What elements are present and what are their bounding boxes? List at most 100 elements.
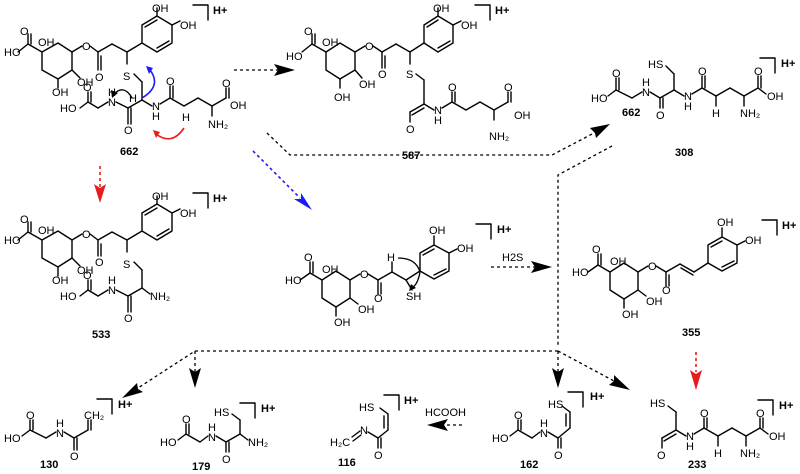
- atom-label: OH: [769, 431, 786, 443]
- atom-label: O: [83, 82, 92, 94]
- atom-label: OH: [180, 20, 197, 32]
- compound-label-116: 116: [338, 457, 356, 469]
- atom-label: OH: [52, 87, 69, 99]
- atom-label: N: [642, 87, 650, 99]
- atom-label: N: [56, 428, 64, 440]
- atom-label: H: [642, 77, 650, 89]
- arrow-662-to-intermediate: [252, 150, 312, 210]
- charge-label: H+: [590, 391, 604, 403]
- atom-label: H₂C: [330, 437, 350, 449]
- compound-label-587: 587: [402, 150, 420, 162]
- charge-label: H+: [497, 224, 511, 236]
- atom-label: O: [26, 410, 35, 422]
- arrow-662-to-308: [266, 124, 610, 156]
- arrow-intermediate-to-355: H2S: [491, 252, 552, 273]
- atom-label: N: [540, 428, 548, 440]
- atom-label: N: [152, 101, 160, 113]
- compound-308: HO O H N O HS N H O H NH₂ O OH H+ 662 30…: [591, 57, 795, 159]
- atom-label: O: [406, 124, 415, 136]
- atom-label: OH: [230, 100, 247, 112]
- atom-label: NH₂: [740, 448, 760, 460]
- atom-label: N: [208, 432, 216, 444]
- atom-label: HO: [286, 51, 303, 63]
- atom-label: O: [222, 454, 231, 466]
- atom-label: N: [108, 97, 116, 109]
- atom-label: OH: [745, 235, 762, 247]
- curly-arrow-black: [397, 257, 421, 289]
- atom-label: OH: [646, 296, 663, 308]
- atom-label: O: [374, 450, 383, 462]
- atom-label: H: [712, 108, 720, 120]
- compound-233: HS O N H O H NH₂ O OH H+ 233: [650, 398, 793, 471]
- atom-label: N: [360, 425, 368, 437]
- atom-label: OH: [457, 243, 474, 255]
- compound-116: H₂C N O HS H+ 116: [330, 394, 418, 469]
- atom-label: N: [686, 431, 694, 443]
- curly-arrow-red: [155, 127, 185, 140]
- atom-label: HS: [359, 402, 374, 414]
- atom-label: S: [123, 259, 130, 271]
- charge-label: H+: [213, 193, 227, 205]
- compound-355: O HO OH OH OH O O OH OH H+ 355: [572, 217, 796, 339]
- atom-label: O: [95, 72, 104, 84]
- atom-label: OH: [717, 217, 734, 229]
- atom-label: OH: [152, 191, 169, 203]
- atom-label: N: [108, 285, 116, 297]
- atom-label: H: [387, 252, 395, 264]
- atom-label: OH: [610, 256, 627, 268]
- reagent-h2s: H2S: [502, 252, 523, 264]
- atom-label: NH₂: [489, 131, 509, 143]
- atom-label: HO: [4, 235, 21, 247]
- atom-label: OH: [180, 208, 197, 220]
- charge-label: H+: [781, 58, 795, 70]
- atom-label: O: [70, 451, 79, 463]
- compound-intermediate: O HO OH OH OH O O H SH OH OH H+: [285, 223, 511, 329]
- atom-label: O: [82, 229, 91, 241]
- atom-label: HS: [650, 398, 665, 410]
- atom-label: O: [554, 450, 563, 462]
- atom-label: OH: [322, 264, 339, 276]
- atom-label: O: [360, 269, 369, 281]
- atom-label: N: [684, 91, 692, 103]
- arrow-662-to-533: [94, 166, 106, 203]
- arrow-to-130-179: [122, 350, 558, 398]
- atom-label: HO: [4, 47, 21, 59]
- charge-label: H+: [495, 5, 509, 17]
- atom-label: H: [684, 101, 692, 113]
- atom-label: OH: [429, 225, 446, 237]
- atom-label: HO: [572, 267, 589, 279]
- arrow-355-to-233: [690, 352, 702, 390]
- atom-label: H: [434, 115, 442, 127]
- atom-label: O: [448, 82, 457, 94]
- atom-label: OH: [77, 77, 94, 89]
- atom-label: H: [540, 418, 548, 430]
- atom-label: S: [406, 69, 413, 81]
- atom-label: H: [56, 418, 64, 430]
- atom-label: OH: [622, 309, 639, 321]
- atom-label: O: [124, 313, 133, 325]
- arrow-162-to-116: HCOOH: [425, 407, 466, 431]
- atom-label: NH₂: [248, 437, 268, 449]
- atom-label: O: [612, 68, 621, 80]
- atom-label: HO: [4, 433, 21, 445]
- atom-label: OH: [767, 91, 784, 103]
- arrow-to-162: [552, 351, 564, 388]
- atom-label: O: [754, 66, 763, 78]
- atom-label: HS: [648, 59, 663, 71]
- atom-label: O: [648, 261, 657, 273]
- atom-label: O: [124, 125, 133, 137]
- atom-label: HS: [548, 399, 563, 411]
- atom-label: HO: [285, 275, 302, 287]
- atom-label: HO: [492, 433, 509, 445]
- atom-label: OH: [433, 3, 450, 15]
- atom-label: H: [108, 275, 116, 287]
- atom-label: O: [662, 285, 671, 297]
- atom-label: HO: [60, 291, 77, 303]
- charge-label: H+: [404, 395, 418, 407]
- compound-label-233: 233: [688, 459, 706, 471]
- atom-label: O: [378, 69, 387, 81]
- atom-label: O: [222, 78, 231, 90]
- atom-label: O: [182, 414, 191, 426]
- compound-label-355: 355: [682, 327, 700, 339]
